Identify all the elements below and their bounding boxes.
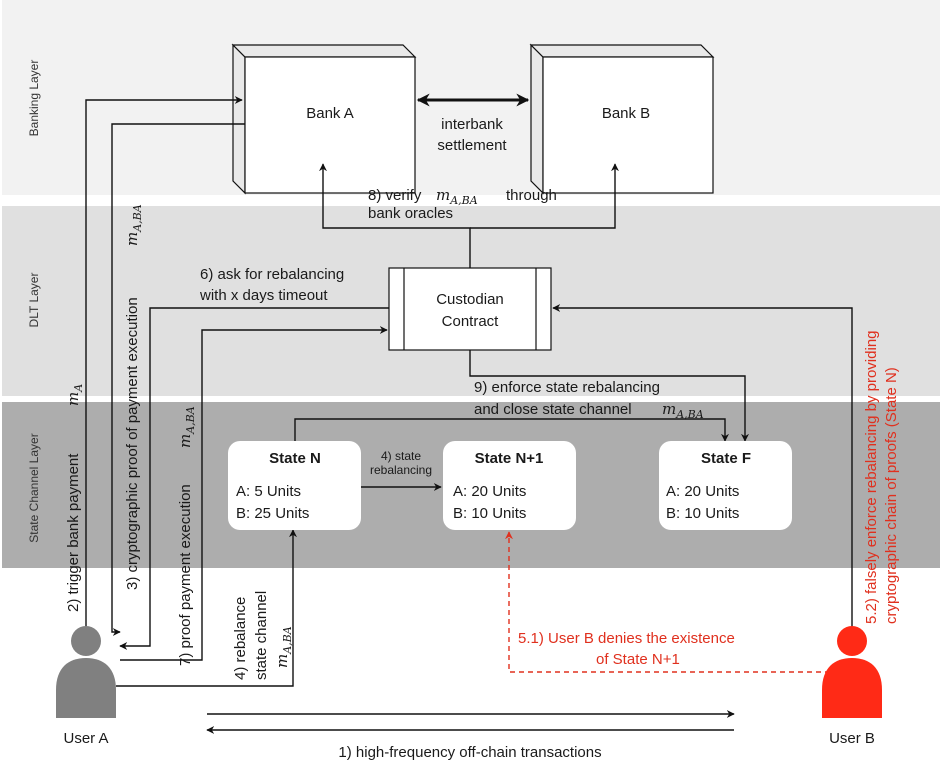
step3-arrow — [111, 123, 245, 636]
step52-arrow — [552, 304, 853, 628]
state-rebalancing-label-2: rebalancing — [370, 463, 432, 477]
state-n-title: State N — [269, 450, 321, 467]
state-n-box: State N A: 5 Units B: 25 Units — [228, 441, 361, 530]
user-b-label: User B — [829, 730, 875, 747]
step9-arrow-from-state-n — [294, 418, 729, 442]
custodian-label-1: Custodian — [436, 291, 504, 308]
step4-user-math: mA,BA — [273, 626, 294, 668]
step3-math: mA,BA — [123, 204, 144, 246]
state-channel-layer-label: State Channel Layer — [27, 433, 41, 542]
step7-arrow — [120, 326, 388, 661]
verify-arrow-bank-b — [470, 163, 619, 229]
step4-user-arrow — [116, 529, 297, 687]
interbank-label-1: interbank — [441, 116, 503, 133]
bank-a-label: Bank A — [306, 105, 354, 122]
custodian-label-2: Contract — [442, 313, 500, 330]
state-n-a: A: 5 Units — [236, 483, 301, 500]
step6-arrow — [119, 307, 389, 650]
banking-layer-label: Banking Layer — [27, 60, 41, 137]
step51-label-2: of State N+1 — [596, 651, 680, 668]
step4-user-label-1: 4) rebalance — [232, 597, 249, 680]
state-f-a: A: 20 Units — [666, 483, 739, 500]
step6-label-2: with x days timeout — [199, 287, 328, 304]
user-b-icon — [822, 626, 882, 718]
step8-label-1: 8) verify — [368, 187, 422, 204]
step3-label: 3) cryptographic proof of payment execut… — [124, 297, 141, 590]
step51-arrow — [505, 531, 830, 673]
bank-b-node: Bank B — [529, 43, 715, 195]
step4-user-label-2: state channel — [253, 591, 270, 680]
step9-arrow — [469, 350, 749, 442]
step2-arrow — [85, 96, 243, 628]
state-n1-b: B: 10 Units — [453, 505, 526, 522]
step51-label-1: 5.1) User B denies the existence — [518, 630, 735, 647]
state-n1-title: State N+1 — [475, 450, 544, 467]
verify-arrow-bank-a — [319, 163, 471, 268]
dlt-layer-label: DLT Layer — [27, 273, 41, 328]
bank-b-label: Bank B — [602, 105, 650, 122]
step52-label-2: cryptographic chain of proofs (State N) — [883, 367, 900, 624]
state-rebalancing-label-1: 4) state — [381, 449, 421, 463]
step1-label: 1) high-frequency off-chain transactions — [338, 744, 601, 761]
state-n1-a: A: 20 Units — [453, 483, 526, 500]
step8-label-1b: through — [506, 187, 557, 204]
step7-label: 7) proof payment execution — [177, 484, 194, 666]
interbank-label-2: settlement — [437, 137, 507, 154]
step6-label-1: 6) ask for rebalancing — [200, 266, 344, 283]
state-f-box: State F A: 20 Units B: 10 Units — [659, 441, 792, 530]
user-a-label: User A — [63, 730, 108, 747]
user-a-icon — [56, 626, 116, 718]
step8-label-2: bank oracles — [368, 205, 453, 222]
banking-layer-band — [2, 0, 940, 195]
state-f-title: State F — [701, 450, 751, 467]
state-n1-box: State N+1 A: 20 Units B: 10 Units — [443, 441, 576, 530]
state-n-b: B: 25 Units — [236, 505, 309, 522]
state-f-b: B: 10 Units — [666, 505, 739, 522]
step2-label: 2) trigger bank payment — [65, 453, 82, 612]
step9-label-2: and close state channel — [474, 401, 632, 418]
bank-a-node: Bank A — [231, 43, 417, 195]
step9-label-1: 9) enforce state rebalancing — [474, 379, 660, 396]
custodian-contract-node: Custodian Contract — [388, 267, 552, 351]
step52-label-1: 5.2) falsely enforce rebalancing by prov… — [863, 330, 880, 624]
